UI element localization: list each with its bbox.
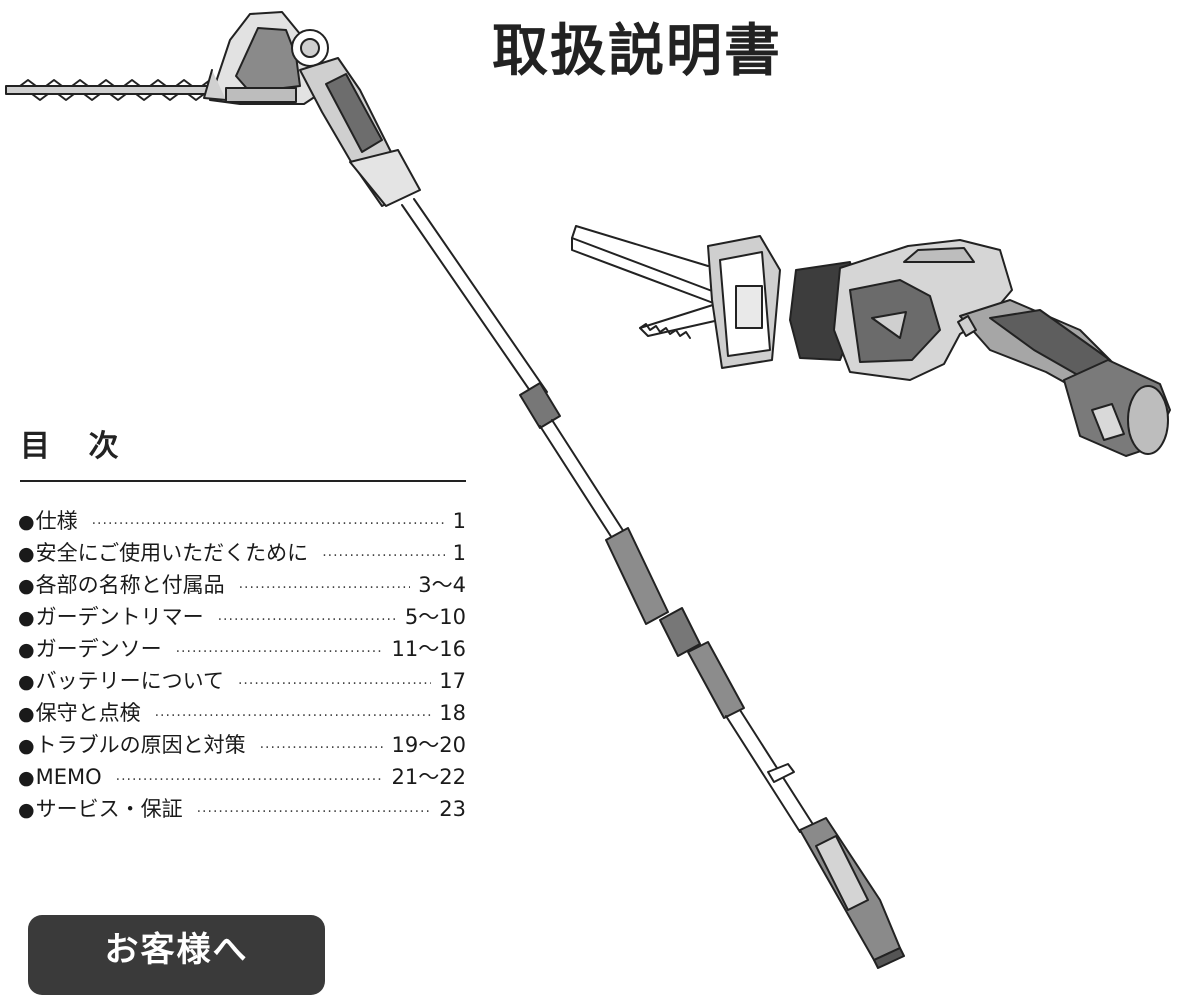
bullet-icon: ● <box>18 639 35 661</box>
toc-item-page: 1 <box>452 541 466 565</box>
bullet-icon: ● <box>18 671 35 693</box>
document-title: 取扱説明書 <box>492 19 782 84</box>
toc-leader-dots <box>218 612 397 628</box>
toc-divider <box>20 480 466 482</box>
toc-item-page: 17 <box>439 669 466 693</box>
toc-item-safety: ● 安全にご使用いただくために 1 <box>18 537 466 569</box>
toc-item-parts: ● 各部の名称と付属品 3〜4 <box>18 569 466 601</box>
toc-item-troubleshooting: ● トラブルの原因と対策 19〜20 <box>18 729 466 761</box>
toc-item-label: 安全にご使用いただくために <box>35 541 309 565</box>
toc-item-label: 各部の名称と付属品 <box>35 573 225 597</box>
bullet-icon: ● <box>18 703 35 725</box>
toc-leader-dots <box>238 676 431 692</box>
toc-leader-dots <box>155 708 432 724</box>
tool-illustrations <box>5 11 1171 969</box>
toc-item-page: 5〜10 <box>404 605 466 629</box>
toc-item-label: 仕様 <box>35 509 78 533</box>
toc-item-page: 18 <box>439 701 466 725</box>
toc-item-maintenance: ● 保守と点検 18 <box>18 697 466 729</box>
customer-notice-box: お客様へ <box>28 915 325 995</box>
bullet-icon: ● <box>18 511 35 533</box>
toc-leader-dots <box>176 644 384 660</box>
toc-leader-dots <box>260 740 384 756</box>
toc-item-specs: ● 仕様 1 <box>18 505 466 537</box>
toc-item-page: 3〜4 <box>418 573 466 597</box>
bullet-icon: ● <box>18 767 35 789</box>
toc-item-label: トラブルの原因と対策 <box>35 733 246 757</box>
toc-item-page: 23 <box>439 797 466 821</box>
toc-item-battery: ● バッテリーについて 17 <box>18 665 466 697</box>
pole-hedge-trimmer-illustration <box>5 11 905 969</box>
toc-item-service: ● サービス・保証 23 <box>18 793 466 825</box>
toc-leader-dots <box>92 516 445 532</box>
toc-leader-dots <box>322 548 444 564</box>
bullet-icon: ● <box>18 607 35 629</box>
toc-item-garden-saw: ● ガーデンソー 11〜16 <box>18 633 466 665</box>
toc-item-page: 19〜20 <box>391 733 466 757</box>
bullet-icon: ● <box>18 543 35 565</box>
toc-leader-dots <box>116 772 384 788</box>
toc-item-garden-trimmer: ● ガーデントリマー 5〜10 <box>18 601 466 633</box>
reciprocating-saw-illustration <box>571 225 1171 457</box>
toc-item-label: サービス・保証 <box>35 797 183 821</box>
toc-leader-dots <box>239 580 411 596</box>
toc-item-page: 1 <box>452 509 466 533</box>
toc-item-memo: ● MEMO 21〜22 <box>18 761 466 793</box>
toc-item-label: バッテリーについて <box>35 669 224 693</box>
toc-leader-dots <box>197 804 432 820</box>
toc-item-label: MEMO <box>35 765 102 789</box>
toc-heading: 目 次 <box>20 429 133 464</box>
toc-item-label: ガーデンソー <box>35 637 162 661</box>
bullet-icon: ● <box>18 799 35 821</box>
bullet-icon: ● <box>18 575 35 597</box>
bullet-icon: ● <box>18 735 35 757</box>
toc-list: ● 仕様 1 ● 安全にご使用いただくために 1 ● 各部の名称と付属品 3〜4… <box>18 505 466 825</box>
toc-item-page: 11〜16 <box>391 637 466 661</box>
toc-item-page: 21〜22 <box>391 765 466 789</box>
toc-item-label: 保守と点検 <box>35 701 141 725</box>
customer-notice-label: お客様へ <box>104 930 249 970</box>
toc-item-label: ガーデントリマー <box>35 605 204 629</box>
